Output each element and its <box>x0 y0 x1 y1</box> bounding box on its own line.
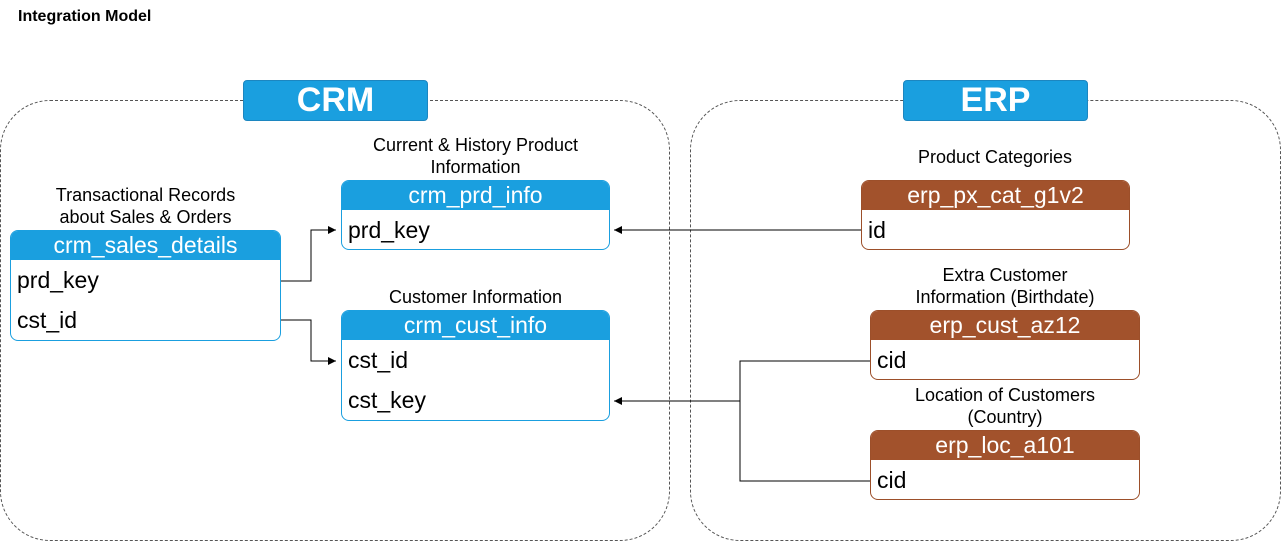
crm-sales-caption: Transactional Records about Sales & Orde… <box>10 184 281 228</box>
field-cst-key: cst_key <box>348 386 426 413</box>
table-header: erp_cust_az12 <box>871 311 1139 340</box>
field-id: id <box>868 216 886 243</box>
field-cid: cid <box>877 466 907 493</box>
crm-cust-caption: Customer Information <box>341 286 610 308</box>
erp-loc-caption: Location of Customers (Country) <box>870 384 1140 428</box>
table-erp-loc-a101[interactable]: erp_loc_a101 cid <box>870 430 1140 500</box>
link-custaz-cust <box>614 360 870 405</box>
caption-line: Current & History Product Information <box>372 135 579 177</box>
link-sales-prd <box>281 226 336 282</box>
table-crm-sales-details[interactable]: crm_sales_details prd_key cst_id <box>10 230 281 341</box>
field-cst-id: cst_id <box>17 306 78 333</box>
table-erp-cust-az12[interactable]: erp_cust_az12 cid <box>870 310 1140 380</box>
table-crm-prd-info[interactable]: crm_prd_info prd_key <box>341 180 610 250</box>
link-sales-cust <box>281 319 336 365</box>
crm-prd-caption: Current & History Product Information <box>341 134 610 178</box>
table-header: crm_prd_info <box>342 181 609 210</box>
caption-line: Location of Customers (Country) <box>914 385 1096 427</box>
erp-pxcat-caption: Product Categories <box>860 146 1130 168</box>
link-loc-cust <box>739 401 870 482</box>
field-cid: cid <box>877 346 907 373</box>
table-header: erp_px_cat_g1v2 <box>862 181 1129 210</box>
erp-custaz-caption: Extra Customer Information (Birthdate) <box>870 264 1140 308</box>
table-header: crm_cust_info <box>342 311 609 340</box>
table-crm-cust-info[interactable]: crm_cust_info cst_id cst_key <box>341 310 610 421</box>
field-prd-key: prd_key <box>348 216 430 243</box>
field-cst-id: cst_id <box>348 346 409 373</box>
diagram-title: Integration Model <box>18 8 152 25</box>
caption-line: Transactional Records about Sales & Orde… <box>55 185 236 227</box>
erp-badge: ERP <box>903 80 1088 121</box>
table-erp-px-cat-g1v2[interactable]: erp_px_cat_g1v2 id <box>861 180 1130 250</box>
table-header: erp_loc_a101 <box>871 431 1139 460</box>
caption-line: Customer Information <box>388 287 563 307</box>
caption-line: Extra Customer Information (Birthdate) <box>915 265 1095 307</box>
table-header: crm_sales_details <box>11 231 280 260</box>
caption-line: Product Categories <box>917 147 1073 167</box>
crm-badge: CRM <box>243 80 428 121</box>
field-prd-key: prd_key <box>17 266 99 293</box>
